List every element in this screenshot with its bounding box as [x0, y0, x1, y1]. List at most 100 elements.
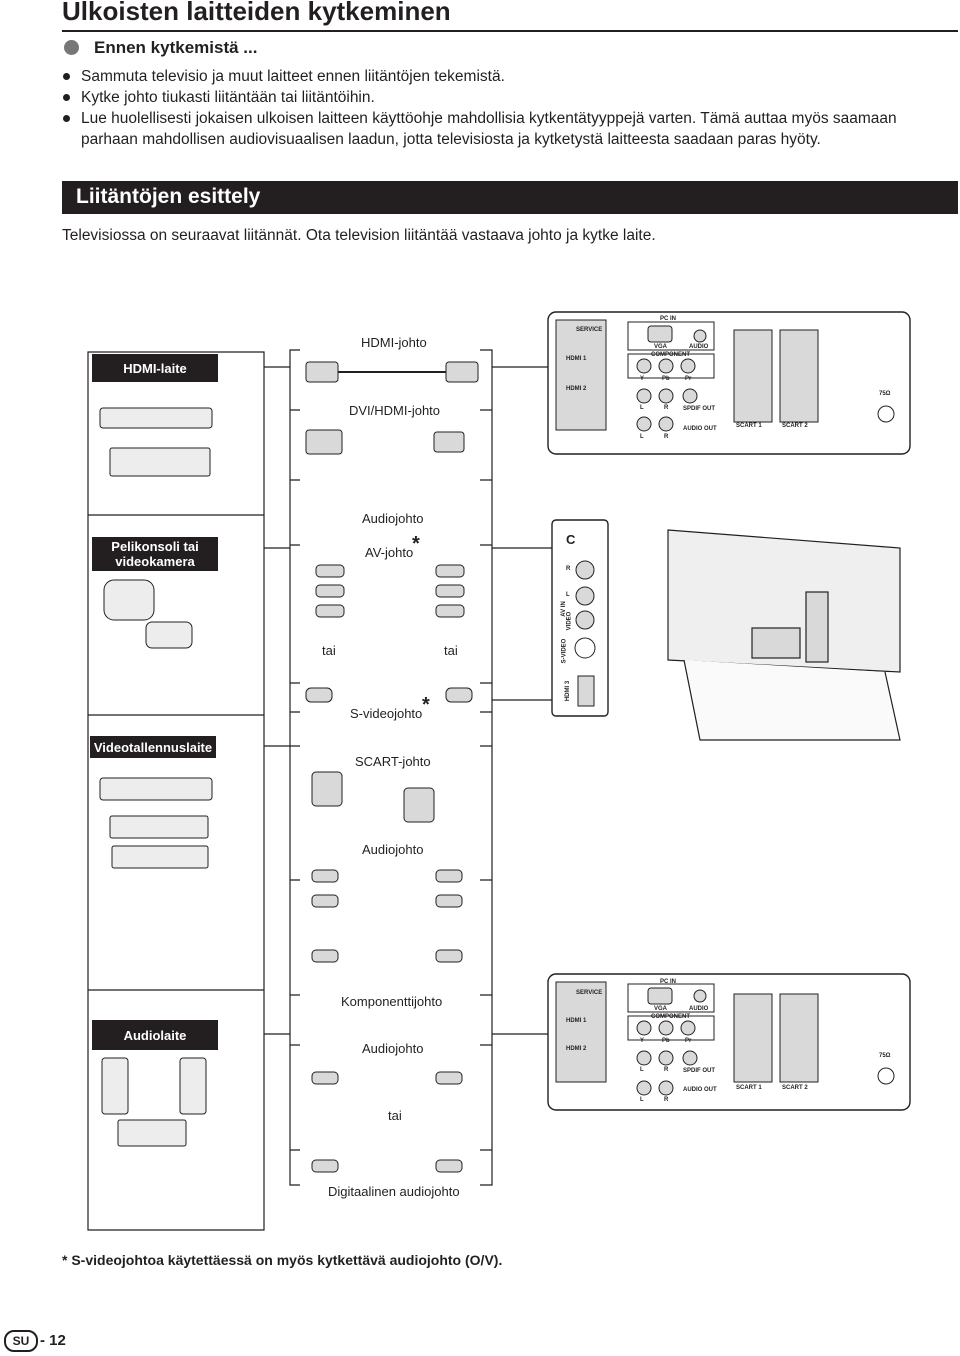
device-label-audio: Audiolaite: [92, 1020, 218, 1050]
dvd-recorder-icon: [99, 777, 213, 801]
rca-plug-icon: [435, 604, 465, 618]
tv-rear-illustration: [667, 529, 901, 741]
rca-plug-icon: [435, 1071, 463, 1085]
cable-label-scart: SCART-johto: [355, 754, 431, 769]
pre-connect-list: Sammuta televisio ja muut laitteet ennen…: [62, 66, 942, 150]
rca-plug-icon: [435, 894, 463, 908]
dvd-player-icon: [99, 407, 213, 429]
panel-label-service: SERVICE: [576, 327, 603, 333]
cable-label-svideo: S-videojohto: [350, 706, 423, 721]
rca-plug-icon: [311, 894, 339, 908]
side-panel-label-hdmi3: HDMI 3: [565, 680, 572, 702]
hdmi-plug-icon: [433, 431, 465, 453]
asterisk-av: *: [412, 533, 420, 555]
panel-label-r: R: [664, 1097, 669, 1103]
panel-label-audio-out: AUDIO OUT: [683, 426, 717, 432]
device-label-recorder: Videotallennuslaite: [90, 736, 216, 758]
speaker-left-icon: [101, 1057, 129, 1115]
footnote: * S-videojohtoa käytettäessä on myös kyt…: [62, 1252, 503, 1268]
panel-label-spdif: SPDIF OUT: [683, 406, 716, 412]
panel-label-audio: AUDIO: [689, 344, 709, 350]
optical-plug-icon: [311, 1159, 339, 1173]
rear-panel-bottom: [547, 973, 911, 1111]
device-label-console: Pelikonsoli tai videokamera: [92, 537, 218, 571]
panel-label-ohm: 75Ω: [879, 1053, 891, 1059]
side-panel: [551, 519, 609, 717]
device-label-console-line1: Pelikonsoli tai: [111, 539, 199, 554]
heading-bullet-icon: [64, 40, 79, 55]
cable-label-audio-1: Audiojohto: [362, 511, 424, 526]
panel-label-scart2: SCART 2: [782, 1085, 808, 1091]
panel-label-vga: VGA: [654, 344, 668, 350]
panel-label-hdmi2: HDMI 2: [566, 1046, 587, 1052]
rca-plug-icon: [315, 584, 345, 598]
cable-label-av: AV-johto: [365, 545, 414, 560]
rca-plug-icon: [435, 949, 463, 963]
panel-label-l: L: [640, 405, 644, 411]
panel-label-y: Y: [640, 376, 645, 382]
panel-label-ohm: 75Ω: [879, 391, 891, 397]
receiver-icon: [109, 447, 211, 477]
panel-label-audio-out: AUDIO OUT: [683, 1087, 717, 1093]
panel-label-hdmi1: HDMI 1: [566, 356, 587, 362]
panel-label-l: L: [640, 1097, 644, 1103]
vcr-icon: [109, 815, 209, 839]
speaker-right-icon: [179, 1057, 207, 1115]
dvi-plug-icon: [305, 429, 343, 455]
panel-label-r: R: [664, 405, 669, 411]
device-label-hdmi: HDMI-laite: [92, 354, 218, 382]
panel-label-vga: VGA: [654, 1006, 668, 1012]
side-panel-label-svideo: S-VIDEO: [561, 638, 568, 664]
amplifier-icon: [117, 1119, 187, 1147]
hdmi-plug-icon: [445, 361, 479, 383]
pre-connect-heading: Ennen kytkemistä ...: [94, 38, 258, 57]
panel-label-y: Y: [640, 1038, 645, 1044]
panel-label-hdmi2: HDMI 2: [566, 386, 587, 392]
section-heading: Liitäntöjen esittely: [76, 185, 261, 208]
title-rule: [62, 30, 958, 32]
section-band: [62, 181, 958, 214]
cable-label-component: Komponenttijohto: [341, 994, 443, 1009]
panel-label-spdif: SPDIF OUT: [683, 1068, 716, 1074]
tuner-icon: [111, 845, 209, 869]
panel-label-component: COMPONENT: [651, 1014, 690, 1020]
rca-plug-icon: [315, 564, 345, 578]
panel-label-pb: Pb: [662, 376, 670, 382]
cable-label-audio-2: Audiojohto: [362, 842, 424, 857]
rca-plug-icon: [315, 604, 345, 618]
device-label-console-line2: videokamera: [115, 554, 195, 569]
panel-label-r: R: [664, 1067, 669, 1073]
cable-label-or-2: tai: [444, 643, 458, 658]
hdmi-plug-icon: [305, 361, 339, 383]
svideo-plug-icon: [305, 687, 333, 703]
panel-label-l: L: [640, 1067, 644, 1073]
cable-label-audio-3: Audiojohto: [362, 1041, 424, 1056]
cable-label-hdmi: HDMI-johto: [361, 335, 427, 350]
cable-label-dvi-hdmi: DVI/HDMI-johto: [349, 403, 441, 418]
panel-label-scart2: SCART 2: [782, 423, 808, 429]
list-item: Kytke johto tiukasti liitäntään tai liit…: [62, 87, 942, 108]
panel-label-r: R: [664, 434, 669, 440]
panel-label-hdmi1: HDMI 1: [566, 1018, 587, 1024]
cable-label-or-3: tai: [388, 1108, 402, 1123]
scart-plug-icon: [403, 787, 435, 823]
panel-label-audio: AUDIO: [689, 1006, 709, 1012]
page-number: - 12: [40, 1332, 66, 1349]
game-console-icon: [145, 621, 193, 649]
rca-plug-icon: [311, 949, 339, 963]
side-panel-label-l: L: [566, 592, 570, 598]
list-item: Sammuta televisio ja muut laitteet ennen…: [62, 66, 942, 87]
side-panel-label-video: VIDEO: [566, 611, 573, 631]
panel-label-pc-in: PC IN: [660, 979, 677, 985]
panel-label-pr: Pr: [685, 1038, 692, 1044]
page-title: Ulkoisten laitteiden kytkeminen: [62, 0, 451, 26]
side-panel-label-r: R: [566, 566, 571, 572]
cable-label-or-1: tai: [322, 643, 336, 658]
device-column-frame: [87, 351, 265, 1231]
rca-plug-icon: [311, 869, 339, 883]
rca-plug-icon: [435, 564, 465, 578]
rca-plug-icon: [435, 869, 463, 883]
panel-label-component: COMPONENT: [651, 352, 690, 358]
panel-label-scart1: SCART 1: [736, 423, 762, 429]
